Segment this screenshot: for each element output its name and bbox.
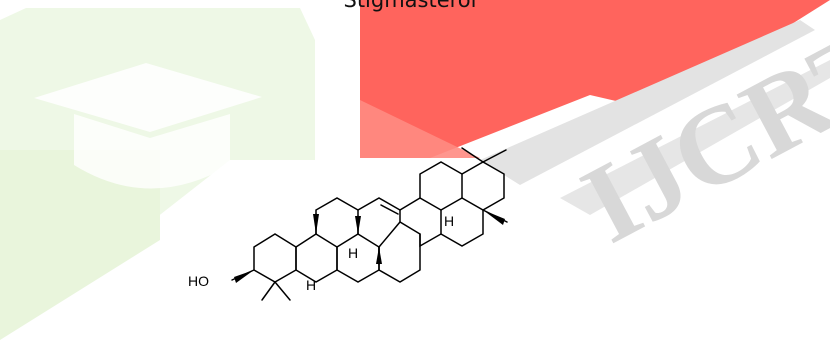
stereo-wedges (234, 210, 505, 283)
green-logo-block (0, 8, 315, 340)
hydroxyl-label: HO (188, 273, 209, 289)
red-logo-shape (360, 0, 830, 158)
hydrogen-label-3: H (444, 213, 454, 229)
gray-stripes (480, 20, 830, 215)
compound-name-caption: Stigmasterol (343, 0, 477, 12)
hydrogen-label-1: H (306, 277, 316, 293)
hydrogen-label-2: H (348, 245, 358, 261)
graduation-cap-icon (34, 63, 262, 189)
